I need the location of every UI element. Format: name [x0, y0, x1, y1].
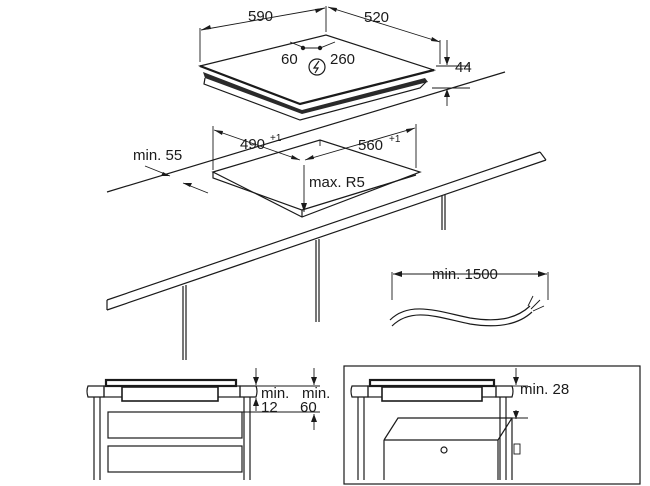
cutout-width-dimension: 490 +1: [212, 126, 301, 170]
hob-depth-label: 520: [364, 9, 389, 26]
connector-point-right: [317, 45, 323, 51]
corner-radius-callout: max. R5: [301, 165, 365, 212]
oven-hob-body: [381, 386, 483, 402]
oven-frame: [343, 365, 641, 485]
worktop: [106, 71, 547, 360]
drawer-gap-value: 12: [261, 399, 278, 416]
edge-clearance-dimension: min. 55: [133, 147, 209, 194]
hob-width-dimension: 590: [199, 6, 327, 62]
connector-point-left: [300, 45, 306, 51]
connector-offset-left-label: 60: [281, 51, 298, 68]
hob-depth-dimension: 520: [327, 6, 441, 64]
connector-offset-right-label: 260: [330, 51, 355, 68]
drawer-clearance-label: min.: [302, 385, 330, 402]
cutout-width-tolerance: +1: [270, 133, 282, 144]
cutout-width-label: 490: [240, 136, 265, 153]
cutout-depth-tolerance: +1: [389, 134, 401, 145]
hob-body: [203, 72, 428, 114]
drawer-hob-body: [121, 386, 219, 402]
hob-glass-edge: [199, 64, 435, 106]
power-connection-icon: [308, 58, 326, 76]
worktop-cutout: [211, 139, 422, 218]
hob: [197, 34, 437, 121]
connector-bracket: [289, 41, 336, 49]
cutout-depth-dimension: 560 +1: [304, 124, 417, 168]
hob-width-label: 590: [248, 8, 273, 25]
oven-body: [383, 417, 513, 480]
cutout-depth-label: 560: [358, 137, 383, 154]
drawer-gap-label: min.: [261, 385, 289, 402]
cable-length-label: min. 1500: [432, 266, 498, 283]
corner-radius-label: max. R5: [309, 174, 365, 191]
edge-clearance-label: min. 55: [133, 147, 182, 164]
side-view-drawer: min. 12 min. 60: [86, 368, 330, 480]
oven-knob-icon: [440, 446, 448, 454]
drawer-clearance-value: 60: [300, 399, 317, 416]
side-view-oven: min. 28: [343, 365, 641, 485]
oven-clearance-label: min. 28: [520, 381, 569, 398]
power-cable: min. 1500: [389, 266, 549, 327]
hob-height-label: 44: [455, 59, 472, 76]
hob-height-dimension: 44: [432, 40, 472, 106]
